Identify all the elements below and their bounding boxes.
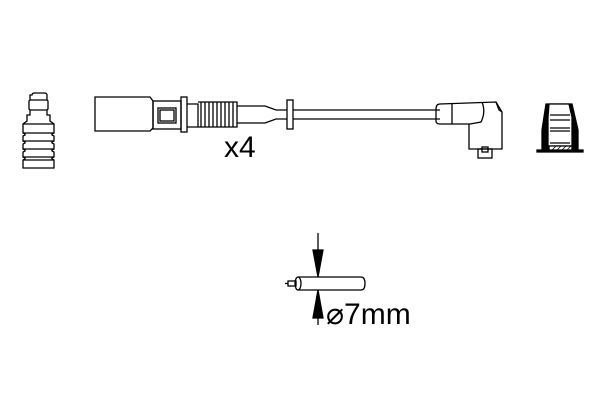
cable-diameter-icon	[285, 233, 366, 325]
connector-cross-section-icon	[536, 103, 584, 153]
diameter-label: ⌀7mm	[326, 298, 411, 331]
angled-connector-icon	[435, 101, 503, 159]
spark-plug-boot-icon	[22, 92, 55, 169]
quantity-label: x4	[224, 131, 256, 164]
straight-connector-icon	[94, 96, 440, 133]
